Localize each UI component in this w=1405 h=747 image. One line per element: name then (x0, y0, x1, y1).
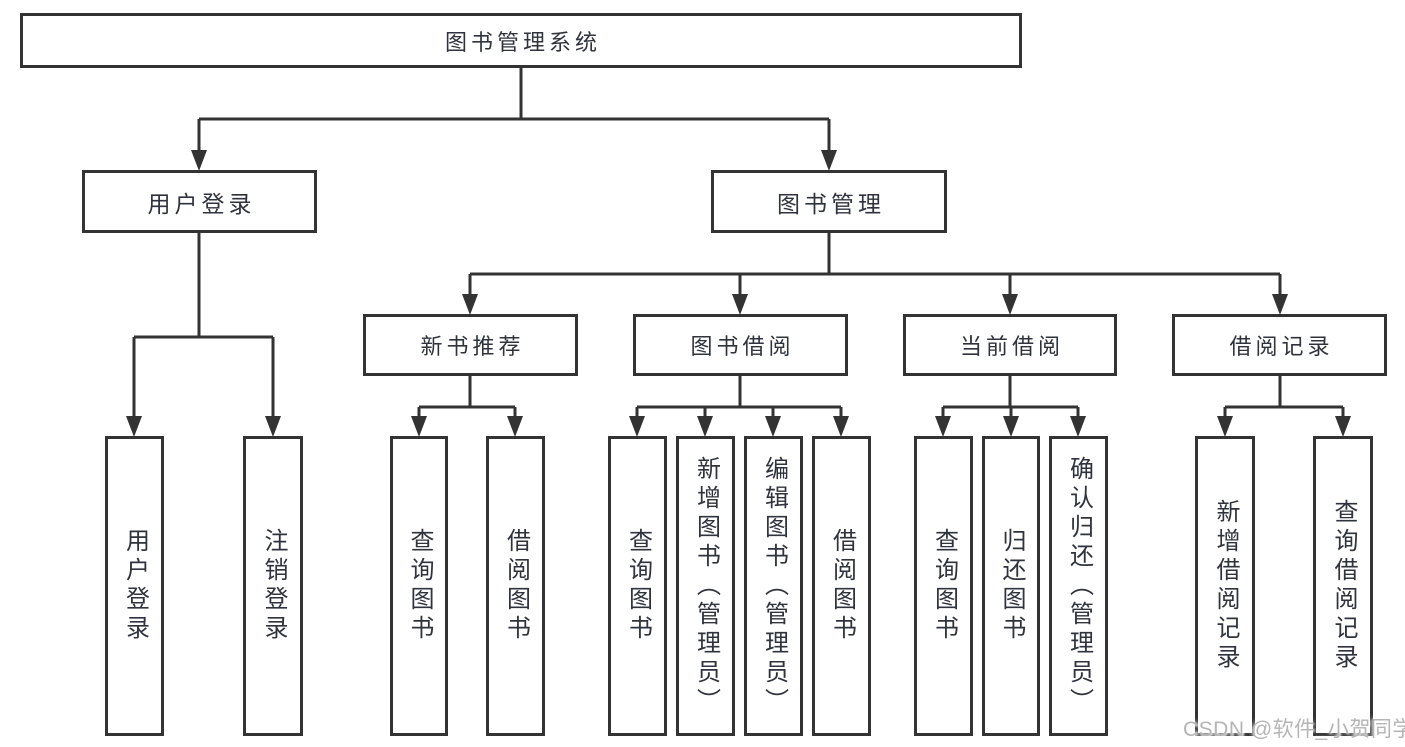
node-book-management: 图书管理 (711, 170, 947, 233)
leaf-edit-books-admin: 编辑图书（管理员） (744, 436, 803, 736)
leaf-query-books-recommend: 查询图书 (390, 436, 448, 736)
csdn-watermark: CSDN @软件_小贺同学 (1183, 718, 1405, 741)
leaf-query-books-borrow: 查询图书 (608, 436, 667, 736)
leaf-add-borrow-record: 新增借阅记录 (1195, 436, 1255, 736)
node-new-book-recommend: 新书推荐 (363, 314, 578, 376)
leaf-query-borrow-record: 查询借阅记录 (1313, 436, 1373, 736)
leaf-add-books-admin: 新增图书（管理员） (676, 436, 735, 736)
leaf-borrow-books-recommend: 借阅图书 (486, 436, 545, 736)
node-library-management-system: 图书管理系统 (20, 13, 1022, 68)
node-current-borrow: 当前借阅 (903, 314, 1117, 376)
leaf-user-login: 用户登录 (105, 436, 164, 736)
leaf-logout: 注销登录 (243, 436, 303, 736)
arrowheads (126, 150, 1351, 437)
node-borrow-records: 借阅记录 (1172, 314, 1387, 376)
leaf-return-books: 归还图书 (982, 436, 1040, 736)
leaf-borrow-books: 借阅图书 (812, 436, 871, 736)
node-book-borrow: 图书借阅 (633, 314, 848, 376)
leaf-confirm-return-admin: 确认归还（管理员） (1049, 436, 1108, 736)
node-user-login: 用户登录 (82, 170, 317, 233)
leaf-query-books-current: 查询图书 (914, 436, 973, 736)
